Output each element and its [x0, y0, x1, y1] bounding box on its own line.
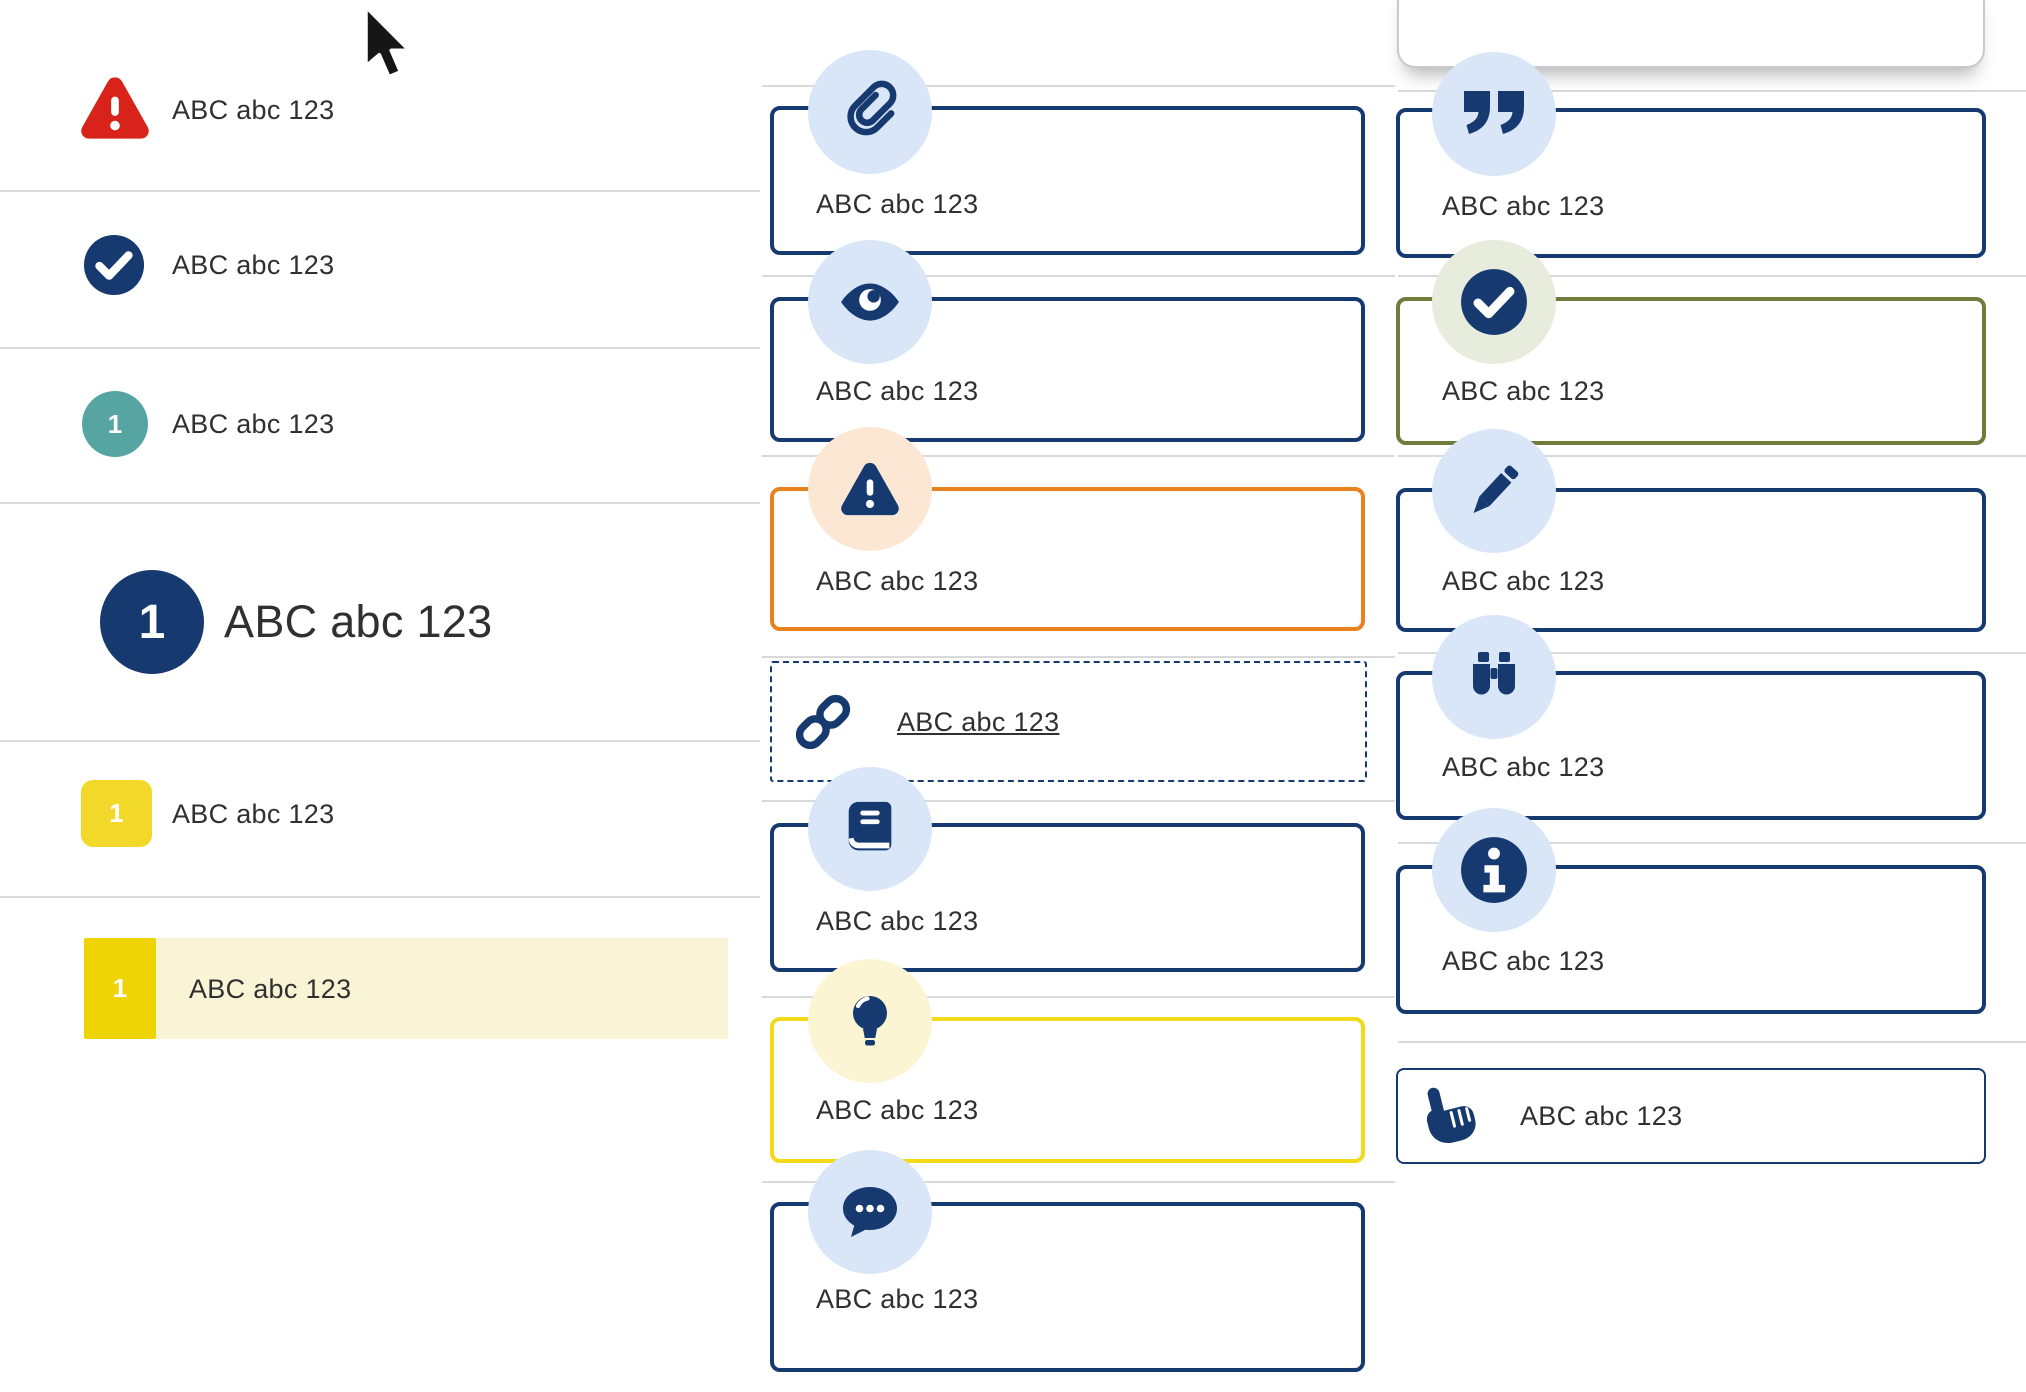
callout-label: ABC abc 123	[1442, 752, 1605, 782]
lightbulb-icon	[808, 959, 932, 1083]
callout-box-lightbulb	[770, 1017, 1365, 1163]
hand-pointer-icon	[1420, 1082, 1484, 1151]
warning-triangle-icon	[808, 427, 932, 551]
paperclip-icon	[808, 50, 932, 174]
number-badge-yellow: 1	[81, 780, 152, 847]
check-circle-icon	[1432, 240, 1556, 364]
callout-label: ABC abc 123	[816, 1284, 979, 1314]
list-item-label: ABC abc 123	[172, 95, 335, 125]
chat-bubble-icon	[808, 1150, 932, 1274]
list-item-label: ABC abc 123	[172, 799, 335, 829]
left-list-divider	[0, 896, 760, 898]
list-item-label: ABC abc 123	[172, 409, 335, 439]
left-list-divider	[0, 740, 760, 742]
left-list-divider	[0, 502, 760, 504]
right-list-divider	[1398, 1041, 2026, 1043]
info-circle-icon	[1432, 808, 1556, 932]
callout-link[interactable]: ABC abc 123	[897, 707, 1060, 737]
middle-list-divider	[762, 996, 1395, 998]
callout-label: ABC abc 123	[1442, 566, 1605, 596]
callout-box-link[interactable]	[770, 661, 1367, 782]
middle-list-divider	[762, 455, 1395, 457]
list-item-label: ABC abc 123	[189, 974, 352, 1004]
callout-label: ABC abc 123	[1442, 946, 1605, 976]
mouse-cursor-icon	[362, 4, 412, 84]
callout-label: ABC abc 123	[1442, 376, 1605, 406]
binoculars-icon	[1432, 615, 1556, 739]
link-chain-icon	[789, 688, 857, 761]
check-circle-icon	[83, 234, 145, 301]
middle-list-divider	[762, 656, 1395, 658]
list-item-label-large: ABC abc 123	[224, 596, 493, 647]
quote-icon	[1432, 52, 1556, 176]
pencil-icon	[1432, 429, 1556, 553]
number-badge-navy-large: 1	[100, 570, 204, 674]
callout-box-hand-pointer	[1396, 1068, 1986, 1164]
middle-list-divider	[762, 85, 1395, 87]
highlighted-row-background[interactable]	[156, 938, 728, 1039]
right-list-divider	[1398, 842, 2026, 844]
left-list-divider	[0, 347, 760, 349]
callout-label: ABC abc 123	[1520, 1101, 1683, 1131]
callout-label: ABC abc 123	[816, 376, 979, 406]
callout-box-quote	[1396, 108, 1986, 258]
middle-list-divider	[762, 275, 1395, 277]
eye-icon	[808, 240, 932, 364]
callout-label: ABC abc 123	[816, 1095, 979, 1125]
callout-box-warning	[770, 487, 1365, 631]
middle-list-divider	[762, 800, 1395, 802]
right-list-divider	[1398, 652, 2026, 654]
list-item-label: ABC abc 123	[172, 250, 335, 280]
middle-list-divider	[762, 1181, 1395, 1183]
left-list-divider	[0, 190, 760, 192]
callout-label: ABC abc 123	[816, 906, 979, 936]
right-list-divider	[1398, 275, 2026, 277]
callout-label: ABC abc 123	[816, 189, 979, 219]
number-badge-yellow-highlight: 1	[84, 938, 156, 1039]
callout-box-pencil	[1396, 488, 1986, 632]
callout-label: ABC abc 123	[1442, 191, 1605, 221]
book-icon	[808, 767, 932, 891]
right-list-divider	[1398, 455, 2026, 457]
warning-triangle-icon	[77, 74, 153, 147]
number-badge-teal: 1	[82, 391, 148, 457]
right-list-divider	[1398, 90, 2026, 92]
callout-label: ABC abc 123	[816, 566, 979, 596]
